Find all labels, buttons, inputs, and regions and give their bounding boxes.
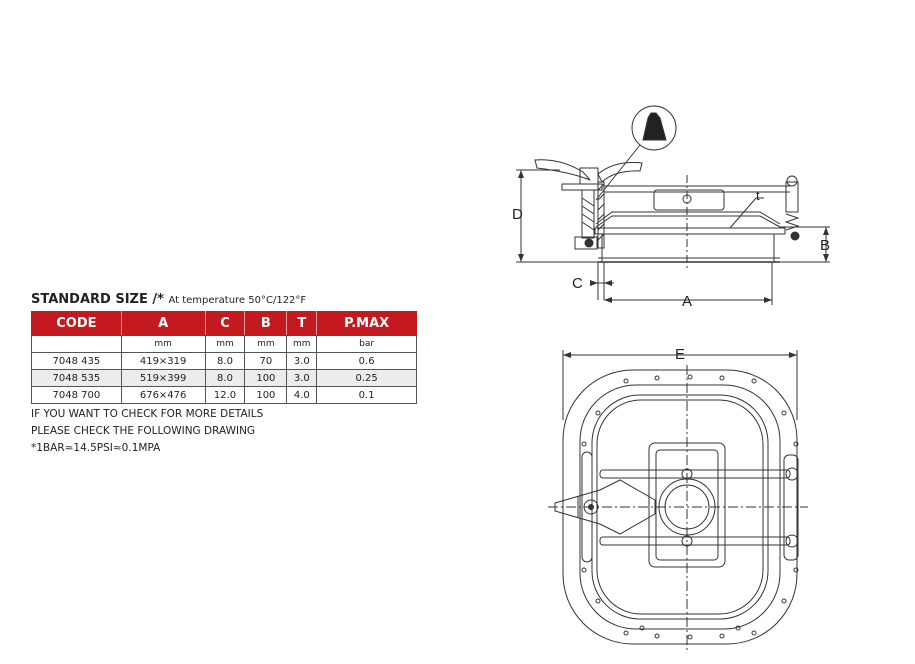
detail-leader	[595, 144, 641, 201]
cell-pmax: 0.1	[316, 386, 417, 404]
top-plan-view	[548, 350, 808, 650]
cover-plate	[595, 211, 781, 225]
heading-title: STANDARD SIZE /*	[31, 292, 164, 307]
label-a: A	[682, 293, 692, 310]
cell-pmax: 0.25	[316, 369, 417, 387]
nut-washer	[561, 183, 603, 191]
cover-boss	[653, 189, 725, 211]
table-row: 7048 700 676×476 12.0 100 4.0 0.1	[31, 386, 417, 404]
cell-t: 4.0	[286, 386, 318, 404]
cell-t: 3.0	[286, 369, 318, 387]
header-a: A	[120, 311, 206, 336]
table-header-row: CODE A C B T P.MAX	[31, 311, 417, 336]
label-e: E	[675, 346, 685, 363]
header-c: C	[204, 311, 246, 336]
cell-code: 7048 435	[31, 352, 122, 370]
table-units-row: mm mm mm mm bar	[31, 335, 417, 353]
cell-c: 8.0	[204, 352, 246, 370]
wing-nut-top	[554, 479, 656, 535]
label-t: t	[756, 188, 760, 203]
note-line: IF YOU WANT TO CHECK FOR MORE DETAILS	[31, 408, 264, 420]
unit-a: mm	[120, 335, 206, 353]
unit-pmax: bar	[316, 335, 417, 353]
unit-c: mm	[204, 335, 246, 353]
cell-pmax: 0.6	[316, 352, 417, 370]
hinge-pin-right	[790, 231, 800, 241]
cell-code: 7048 700	[31, 386, 122, 404]
hinge-eye-top	[785, 467, 799, 481]
note-line: PLEASE CHECK THE FOLLOWING DRAWING	[31, 425, 256, 437]
gasket-detail-icon	[642, 112, 667, 141]
label-b: B	[820, 237, 830, 254]
label-c: C	[572, 275, 583, 292]
cell-b: 100	[244, 386, 288, 404]
cell-a: 676×476	[120, 386, 206, 404]
cell-code: 7048 535	[31, 369, 122, 387]
t-leader	[729, 197, 757, 229]
flange-bolt-holes	[581, 374, 799, 640]
clamp-bar-top	[599, 469, 791, 479]
hinge-post	[785, 181, 799, 213]
cell-a: 419×319	[120, 352, 206, 370]
unit-code	[31, 335, 122, 353]
cell-b: 100	[244, 369, 288, 387]
table-row: 7048 435 419×319 8.0 70 3.0 0.6	[31, 352, 417, 370]
hinge-knob	[786, 175, 798, 187]
cell-b: 70	[244, 352, 288, 370]
bolt-shaft	[581, 189, 595, 239]
clamp-bar-bottom	[599, 536, 791, 546]
hinge-eye-bottom	[785, 534, 799, 548]
cell-c: 12.0	[204, 386, 246, 404]
heading-subtitle: At temperature 50°C/122°F	[168, 295, 307, 306]
header-b: B	[244, 311, 288, 336]
side-section-view	[516, 105, 830, 305]
cell-a: 519×399	[120, 369, 206, 387]
wing-nut-body	[579, 167, 599, 185]
unit-t: mm	[286, 335, 318, 353]
cell-c: 8.0	[204, 369, 246, 387]
header-pmax: P.MAX	[316, 311, 417, 336]
note-line: *1BAR≈14.5PSI≈0.1MPA	[31, 442, 161, 454]
notes-block: IF YOU WANT TO CHECK FOR MORE DETAILS PL…	[31, 406, 263, 457]
manhole-technical-drawing: D B C A E t	[512, 105, 830, 650]
table-row: 7048 535 519×399 8.0 100 3.0 0.25	[31, 369, 417, 387]
flange-ring	[594, 227, 786, 235]
label-d: D	[512, 206, 523, 223]
bolt-base	[574, 236, 598, 250]
hinge-pin-left	[584, 238, 594, 248]
header-code: CODE	[31, 311, 122, 336]
unit-b: mm	[244, 335, 288, 353]
hinge-spring	[784, 213, 800, 231]
standard-size-heading: STANDARD SIZE /* At temperature 50°C/122…	[31, 292, 306, 307]
frame-hatched-wall	[597, 181, 605, 249]
gasket-detail-circle	[631, 105, 677, 151]
wing-handle-right	[597, 162, 643, 183]
size-spec-table: CODE A C B T P.MAX mm mm mm mm bar 7048 …	[31, 311, 417, 404]
header-t: T	[286, 311, 318, 336]
cell-t: 3.0	[286, 352, 318, 370]
